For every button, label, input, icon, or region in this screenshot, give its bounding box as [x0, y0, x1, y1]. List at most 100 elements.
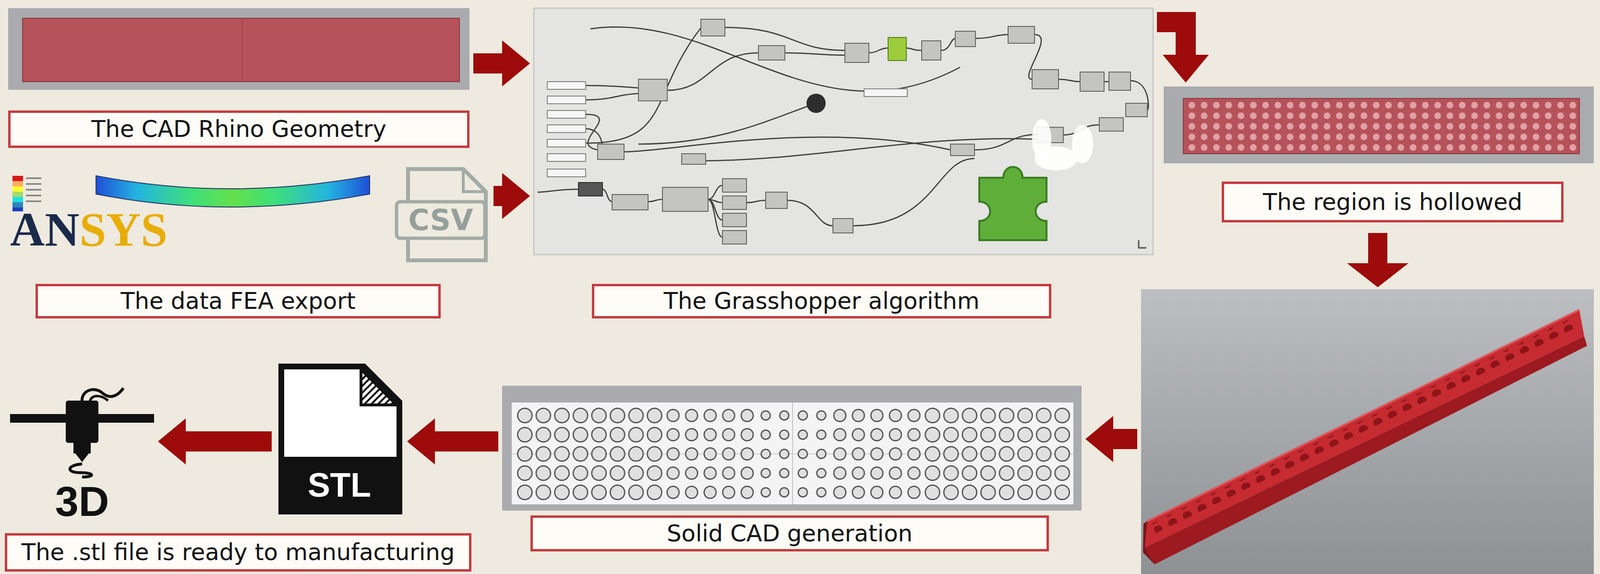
- arrow-shaft: [473, 53, 503, 74]
- grasshopper-screenshot: [547, 124, 586, 133]
- 3d-render-image: [1141, 288, 1594, 574]
- cad-rhino-image: [8, 8, 470, 90]
- stage-group: The region is hollowed: [1141, 86, 1594, 574]
- fea-result-image: [96, 175, 370, 207]
- solid-cad-image: [511, 402, 1074, 505]
- arrow-shaft: [434, 431, 499, 452]
- grasshopper-screenshot: [533, 8, 1154, 255]
- grasshopper-screenshot: [975, 34, 1009, 39]
- grasshopper-screenshot: [708, 199, 723, 238]
- solid-cad-image: [923, 405, 1072, 502]
- grasshopper-screenshot: [537, 26, 1149, 238]
- stl-file-shape: [281, 366, 400, 512]
- text-slot: 3D: [10, 478, 155, 525]
- fea-result-image: [25, 200, 42, 203]
- printer-icon: 3D: [10, 384, 155, 526]
- hollowed-region-image: [1163, 86, 1594, 164]
- fea-result-image: [25, 189, 42, 191]
- hollowed-region-image: [1183, 98, 1580, 154]
- cad-rhino-image: [241, 18, 243, 82]
- grasshopper-screenshot: [722, 230, 747, 244]
- grasshopper-screenshot: [1008, 26, 1035, 44]
- file-type-text: CSV: [408, 205, 474, 235]
- caption-text: The Grasshopper algorithm: [663, 287, 980, 314]
- 3d-render-image: [1144, 309, 1585, 548]
- grasshopper-screenshot: [585, 93, 639, 100]
- grasshopper-screenshot: [638, 79, 668, 101]
- software-logo: ANSYS: [10, 205, 168, 254]
- csv-file-icon: [396, 201, 485, 239]
- grasshopper-screenshot: [1099, 117, 1124, 132]
- 3d-render-image: [1147, 309, 1580, 521]
- grasshopper-screenshot: [547, 139, 586, 147]
- caption-text: The CAD Rhino Geometry: [91, 115, 387, 143]
- caption-box: The data FEA export: [35, 283, 441, 319]
- 3d-render-image: [1144, 336, 1588, 565]
- grasshopper-screenshot: [832, 218, 854, 233]
- arrow-shaft: [185, 431, 272, 452]
- 3d-render-image: [1151, 316, 1579, 533]
- fea-result-image: [12, 196, 24, 203]
- grasshopper-screenshot: [547, 153, 586, 162]
- grasshopper-screenshot: [806, 93, 826, 113]
- fea-result-image: [25, 183, 42, 185]
- 3d-printer-icon: [75, 453, 89, 462]
- grasshopper-screenshot: [974, 134, 1037, 150]
- grasshopper-screenshot: [547, 168, 586, 177]
- stage-group: Solid CAD generation: [502, 385, 1082, 552]
- grasshopper-screenshot: [722, 213, 747, 227]
- grasshopper-screenshot: [722, 195, 747, 210]
- fea-result-image: [25, 194, 42, 197]
- grasshopper-screenshot: [547, 96, 586, 104]
- grasshopper-screenshot: [662, 187, 709, 212]
- text-slot: STL: [275, 458, 404, 512]
- fea-result-image: [25, 177, 42, 180]
- stage-group: The CAD Rhino Geometry: [8, 8, 470, 148]
- arrow-shaft: [1112, 428, 1138, 449]
- 3d-printer-icon: [73, 442, 91, 454]
- arrow-head: [157, 418, 186, 465]
- stl-file-shape: [281, 456, 400, 512]
- block-arrow: [157, 418, 272, 465]
- 3d-printer-icon: [82, 387, 124, 402]
- solid-cad-image: [515, 405, 664, 502]
- label-slot: CSV: [396, 201, 485, 239]
- cad-rhino-image: [8, 8, 470, 90]
- grasshopper-screenshot: [955, 31, 976, 47]
- arrow-head: [502, 40, 530, 87]
- grasshopper-screenshot: [547, 81, 908, 177]
- grasshopper-screenshot: [1032, 69, 1059, 89]
- grasshopper-screenshot: [746, 200, 766, 203]
- grasshopper-screenshot: [602, 189, 613, 202]
- hollowed-region-image: [1163, 86, 1594, 164]
- block-arrow: [493, 172, 530, 219]
- csv-file-icon: [463, 168, 486, 192]
- grasshopper-screenshot: [696, 138, 1037, 161]
- grasshopper-screenshot: [979, 167, 1047, 241]
- grasshopper-screenshot: [844, 43, 869, 63]
- fea-result-image: [12, 180, 24, 187]
- caption-box: The .stl file is ready to manufacturing: [4, 532, 472, 572]
- grasshopper-screenshot: [547, 81, 586, 90]
- block-arrow: [1085, 415, 1138, 462]
- fea-result-image: [12, 191, 24, 197]
- grasshopper-screenshot: [537, 189, 579, 193]
- grasshopper-screenshot: [1108, 72, 1131, 91]
- grasshopper-screenshot: [708, 185, 723, 200]
- grasshopper-screenshot: [1125, 103, 1148, 117]
- stl-file-icon: STL: [275, 362, 404, 516]
- grasshopper-screenshot: [638, 103, 817, 145]
- grasshopper-screenshot: [1138, 240, 1147, 248]
- grasshopper-screenshot: [667, 52, 759, 91]
- down-block-arrow: [1347, 232, 1409, 288]
- arrow-head: [1085, 415, 1114, 462]
- down-block-arrow: [1347, 232, 1409, 288]
- grasshopper-screenshot: [648, 199, 663, 202]
- grasshopper-screenshot: [1032, 119, 1052, 160]
- solid-cad-image: [756, 405, 831, 502]
- hollowed-region-image: [1185, 99, 1579, 153]
- fea-result-image: [12, 175, 24, 181]
- grasshopper-screenshot: [1058, 79, 1081, 82]
- arrow-head: [502, 172, 530, 219]
- grasshopper-screenshot: [578, 182, 603, 196]
